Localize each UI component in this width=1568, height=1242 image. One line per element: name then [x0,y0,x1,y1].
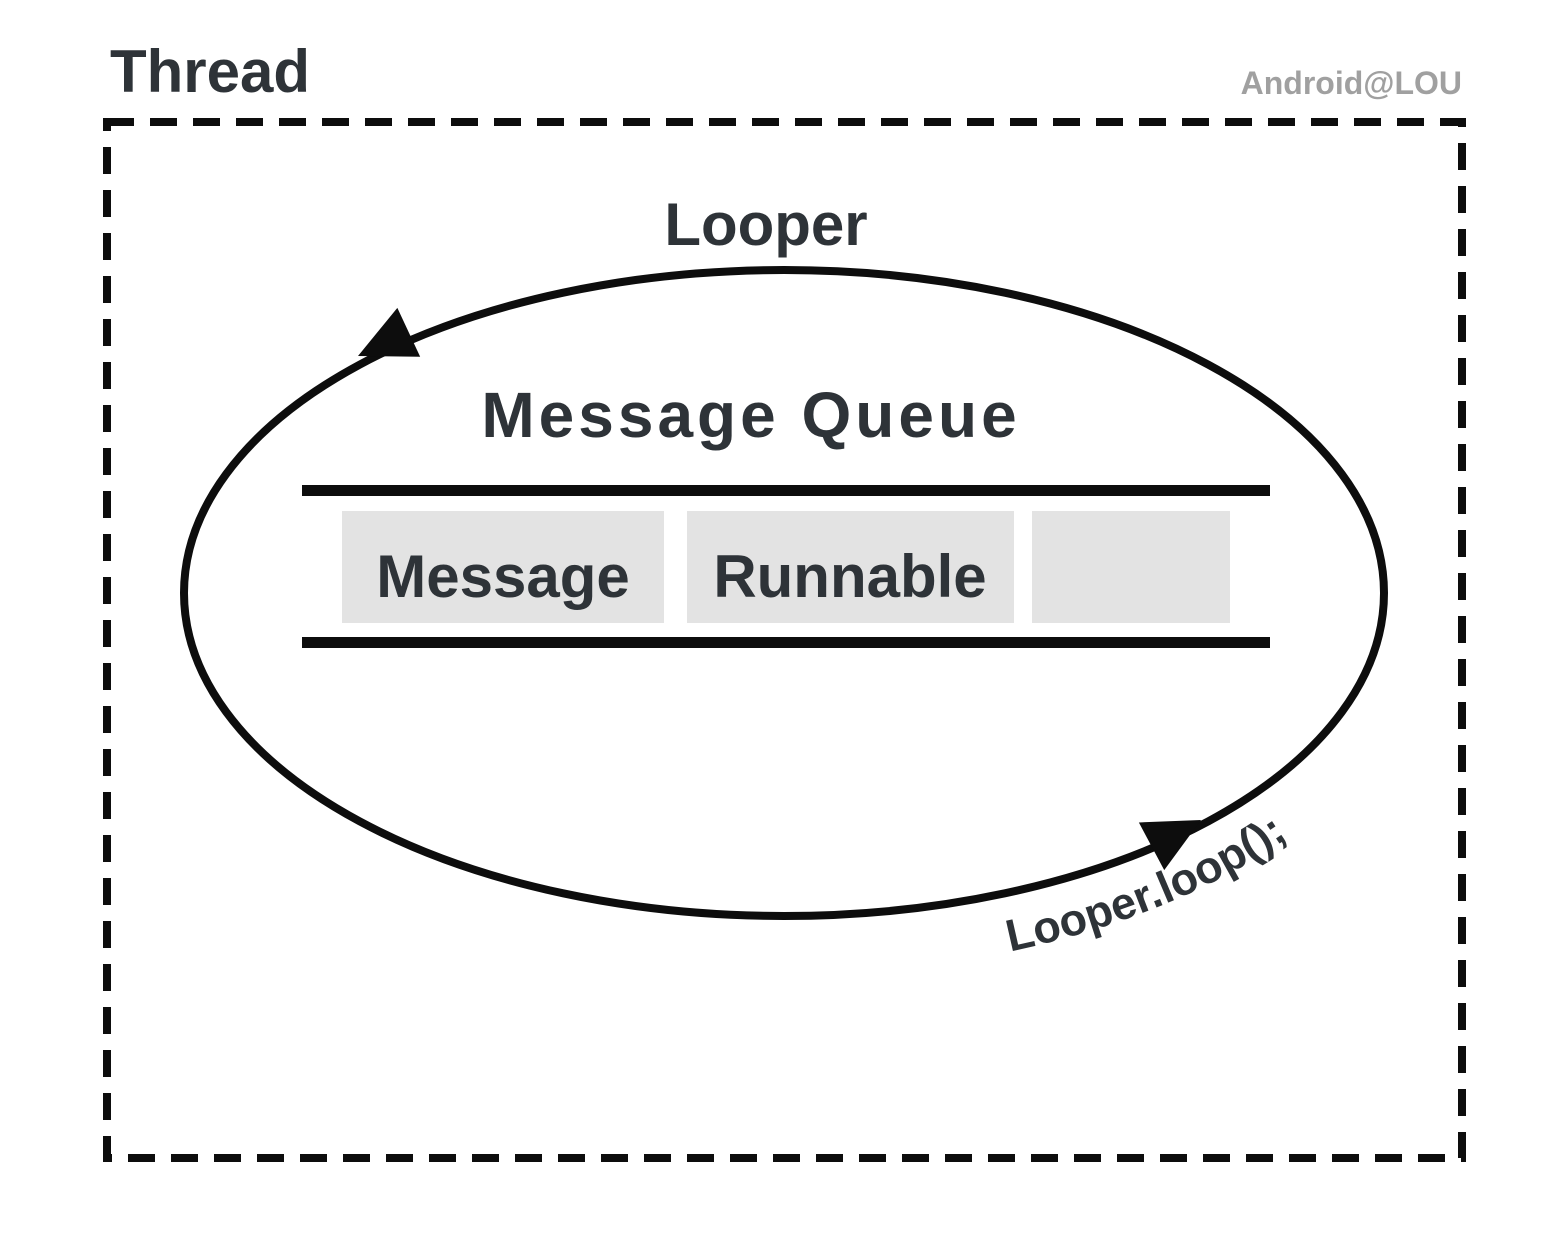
looper-loop-ellipse [180,266,1388,920]
queue-item-message [342,511,664,623]
queue-item-empty [1032,511,1230,623]
queue-top-rail [302,485,1270,496]
page-title: Thread [110,38,310,105]
queue-item-runnable [687,511,1014,623]
queue-bottom-rail [302,637,1270,648]
message-queue-title: Message Queue [481,379,1020,451]
loop-arrow-bottom-right-icon [1138,820,1201,871]
queue-item-runnable-label: Runnable [713,543,986,610]
thread-boundary-box [103,118,1466,1162]
watermark: Android@LOU [1241,65,1462,101]
loop-arrow-top-left-icon [358,307,421,357]
looper-label: Looper [664,191,867,258]
queue-item-message-label: Message [376,543,629,610]
